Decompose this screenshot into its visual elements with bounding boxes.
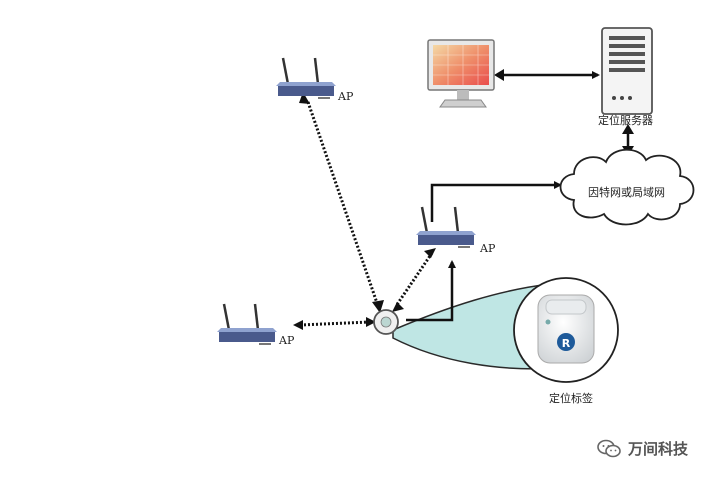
ap-router-left xyxy=(217,303,277,345)
link-ap-top-tag xyxy=(306,101,380,307)
ap-router-middle xyxy=(416,206,476,248)
server xyxy=(601,27,653,115)
cloud-label: 因特网或局域网 xyxy=(588,186,665,199)
link-ap-middle-cloud xyxy=(430,181,562,222)
link-ap-middle-tag xyxy=(394,252,434,307)
link-tag-ap-middle xyxy=(406,260,456,322)
link-ap-left-tag xyxy=(299,320,371,327)
tag-label: 定位标签 xyxy=(549,392,593,405)
watermark-text: 万间科技 xyxy=(628,440,689,458)
watermark: 万间科技 xyxy=(596,438,688,459)
tag-large: R xyxy=(513,277,619,383)
ap-top-label: AP xyxy=(338,90,354,103)
server-label: 定位服务器 xyxy=(598,114,653,127)
wireless-links xyxy=(299,101,434,327)
ap-middle-label: AP xyxy=(480,242,496,255)
ap-left-label: AP xyxy=(279,334,295,347)
network-cloud xyxy=(559,148,695,226)
tag-small xyxy=(373,309,399,335)
monitor xyxy=(427,39,495,108)
wechat-icon xyxy=(597,439,621,457)
tag-logo-icon xyxy=(557,333,575,351)
svg-text:R: R xyxy=(562,337,571,350)
ap-router-top xyxy=(276,57,336,99)
